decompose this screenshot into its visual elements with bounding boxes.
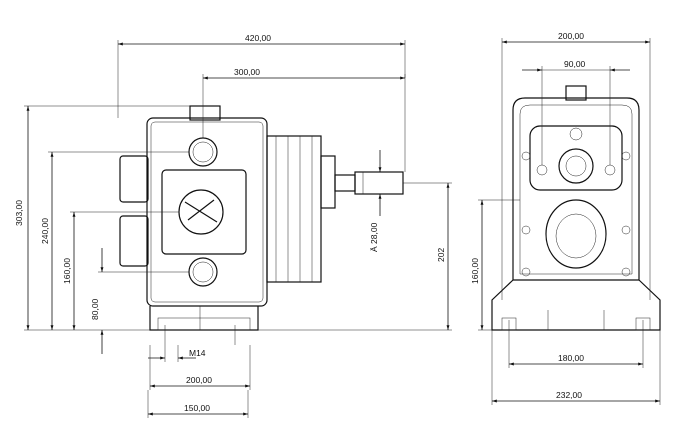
front-view: 200,00 90,00 160,00 180,00 232,00 [470,31,661,405]
dim-height-202: 202 [436,248,446,262]
dim-height-240: 240,00 [40,218,50,244]
dim-foot-232: 232,00 [556,390,582,400]
dim-foot-180: 180,00 [558,353,584,363]
dim-front-90: 90,00 [564,59,586,69]
dim-bolt-m14: M14 [189,348,206,358]
dim-shaft-diameter: Ä 28,00 [369,222,379,252]
dim-foot-150: 150,00 [184,403,210,413]
dim-height-160-right: 160,00 [470,258,480,284]
dim-height-160-left: 160,00 [62,258,72,284]
dim-foot-200: 200,00 [186,375,212,385]
side-view: 420,00 300,00 303,00 240,00 160,00 80,00… [14,33,452,418]
dim-overall-length: 420,00 [245,33,271,43]
dim-height-80: 80,00 [90,298,100,320]
dim-front-width-200: 200,00 [558,31,584,41]
dim-height-303: 303,00 [14,200,24,226]
dim-length-300: 300,00 [234,67,260,77]
